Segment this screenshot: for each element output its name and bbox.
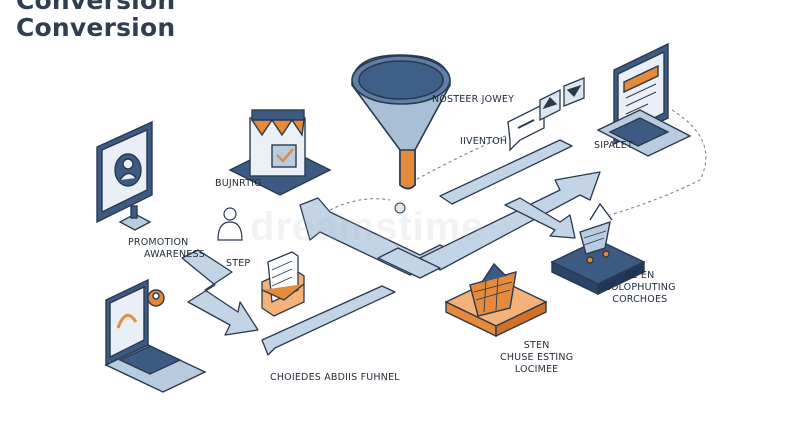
flow-arrows [181,139,601,356]
label-step: STEP [226,258,251,269]
funnel-icon [351,54,451,190]
label-funnel-top-1: NOSTEER JOWEY [432,94,515,105]
watermark: dreamstime [250,205,485,249]
label-seen: SE EN [625,270,655,281]
arrow-funnel-bar [439,139,573,205]
label-chuse-2: LOCIMEE [514,364,559,375]
arrow-branch-cart [504,197,576,239]
page-title: Conversion [16,13,176,42]
envelope-icon [261,251,305,317]
monitor-profile-icon [96,120,153,231]
arrow-bottom [261,285,396,356]
user-icon [217,207,243,241]
label-funnel-bottom: CHOIEDES ABDIIS FUHNEL [270,372,400,383]
store-icon [228,109,332,196]
label-buying: BUJNRTIG [215,178,262,189]
label-chuse-1: CHUSE ESTING [500,352,574,363]
label-sten-group: STEN CHUSE ESTING LOCIMEE [500,340,573,376]
label-promotion-line-1: PROMOTION [128,237,189,248]
chat-bubbles-icon [507,77,585,152]
label-funnel-top-2: IIVENTOH [460,136,508,147]
arrow-center-bar [377,247,441,279]
label-sipalet: SIPALET [594,140,633,151]
label-awareness: AWARENESS [144,249,205,260]
label-colo-2: CORCHOES [612,294,668,305]
label-funnel-top: NOSTEER JOWEY [432,94,514,106]
laptop-right-icon [596,42,692,157]
arrow-left-zigzag [181,249,259,336]
basket-platform-icon [444,262,548,338]
laptop-left-icon [104,278,207,393]
label-promotion: PROMOTION AWARENESS [128,237,205,261]
label-colo-1: COLOPHUTING [604,282,676,293]
cart-platform-icon [550,202,646,296]
dashed-connectors [329,109,707,216]
label-sten: STEN [523,340,550,351]
funnel-drop-icon [394,202,406,214]
label-seen-group: SE EN COLOPHUTING CORCHOES [604,270,676,306]
page-title-cut: Conversion [16,0,176,15]
arrow-up-right [419,171,601,271]
